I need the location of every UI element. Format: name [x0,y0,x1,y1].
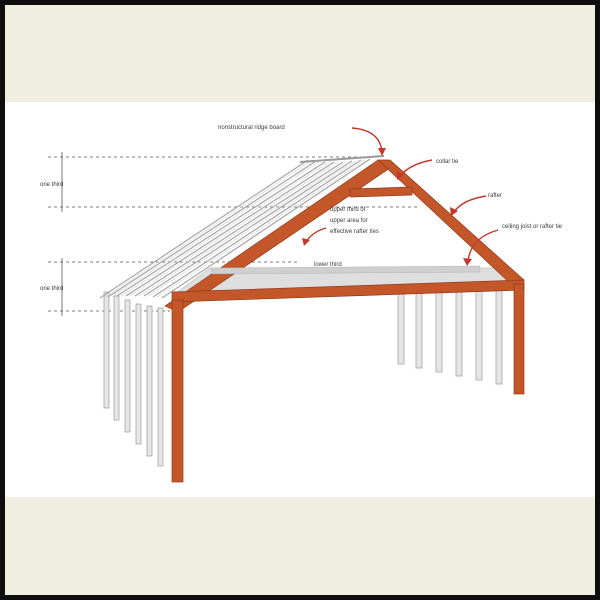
arrowhead [450,207,458,216]
rafter-line [156,159,366,298]
arrowhead [463,258,472,266]
side-wall-studs [103,291,164,467]
label-ceiling-joist: ceiling joist or rafter tie [502,224,563,230]
rafter-line [99,159,309,299]
right-post [513,283,525,395]
dim-label-top: one third [40,182,63,188]
stud [415,281,423,369]
stud [103,291,110,409]
label-upper-third-1: upper third of [330,207,366,213]
rafter-line [111,160,321,298]
roof-rafters-light [103,159,366,299]
roof-rafters [99,158,371,299]
back-wall-studs [397,281,503,385]
rafter-line [129,161,339,297]
rafter-line [120,161,330,297]
stud [157,307,164,467]
right-rafter [377,159,525,285]
rafter-line [103,159,313,299]
ceiling-strip [211,265,481,275]
rafter-line [152,159,362,298]
stud [113,295,120,421]
arrowhead [378,148,386,156]
rafter-line [134,161,344,297]
dim-label-bottom: one third [40,286,63,292]
annotation-arrowheads [302,148,472,266]
stud [495,281,503,385]
rafter-line [138,161,348,297]
stud [124,299,131,433]
rafter-line [116,161,326,297]
ridge-board [299,155,385,163]
stud [455,281,463,377]
stud [135,303,142,445]
label-upper-third-3: effective rafter ties [330,229,379,235]
stud [146,305,153,457]
collar-tie [349,186,413,198]
rafter-line [125,161,335,297]
label-ridge-board: nonstructural ridge board [218,125,285,131]
arrowhead [302,238,310,246]
label-upper-third-2: upper area for [330,218,368,224]
stud [475,281,483,381]
rafter-line [147,160,357,297]
rafter-line [161,158,371,299]
rafter-line [143,160,353,297]
label-lower-third: lower third [314,262,342,268]
stud [435,281,443,373]
rafter-arrow [453,195,487,213]
left-post [171,299,184,483]
arrowhead [397,171,404,180]
label-rafter: rafter [488,193,502,199]
rafter-line [107,160,317,298]
label-collar-tie: collar tie [436,159,459,165]
ceiling-joist-arrow [467,229,499,263]
ridge-arrow [351,127,383,153]
